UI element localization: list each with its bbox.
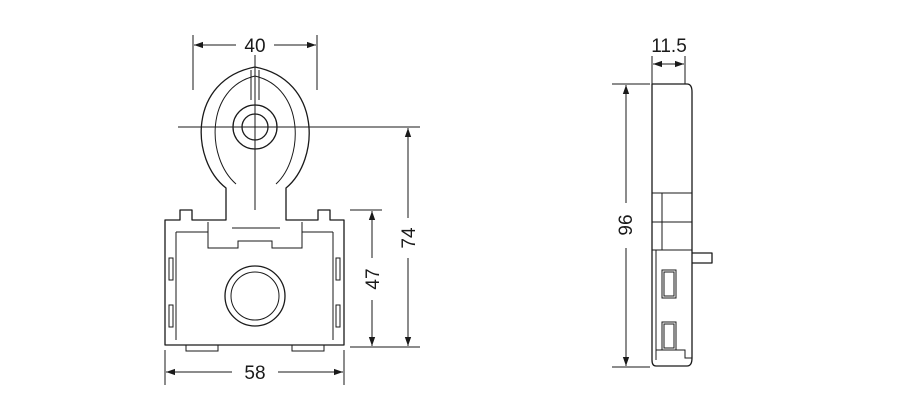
dimension-top-width: 40 [192, 35, 318, 90]
front-view [164, 55, 420, 352]
dimension-body-height: 47 [350, 209, 384, 348]
lower-hole-inner [230, 271, 280, 321]
side-bottom-step [656, 349, 692, 359]
right-foot [291, 344, 325, 352]
neck-inner-frame [207, 222, 303, 249]
side-notch-lower-inner [663, 323, 675, 349]
base-width-label: 58 [244, 363, 265, 384]
dimension-total-height: 74 [352, 128, 420, 348]
total-height-label: 74 [399, 227, 420, 249]
dimension-side-thickness: 11.5 [651, 36, 687, 84]
side-view [651, 83, 713, 367]
side-lower-profile [652, 249, 692, 360]
side-height-label: 96 [616, 214, 637, 235]
body-height-label: 47 [363, 268, 384, 289]
dimension-base-width: 58 [164, 350, 345, 385]
side-thickness-label: 11.5 [651, 36, 687, 57]
body-inner-frame [175, 231, 334, 340]
side-notch-upper-inner [663, 271, 675, 297]
top-width-label: 40 [244, 36, 265, 57]
side-tab [692, 252, 713, 264]
left-slot-lower [168, 304, 174, 328]
right-slot-upper [335, 257, 341, 281]
dimension-side-height: 96 [612, 83, 650, 368]
side-notch-upper [661, 269, 677, 299]
lower-hole-outer [224, 265, 286, 327]
left-foot [185, 344, 219, 352]
side-outline [651, 83, 693, 367]
left-slot-upper [168, 257, 174, 281]
right-slot-lower [335, 304, 341, 328]
